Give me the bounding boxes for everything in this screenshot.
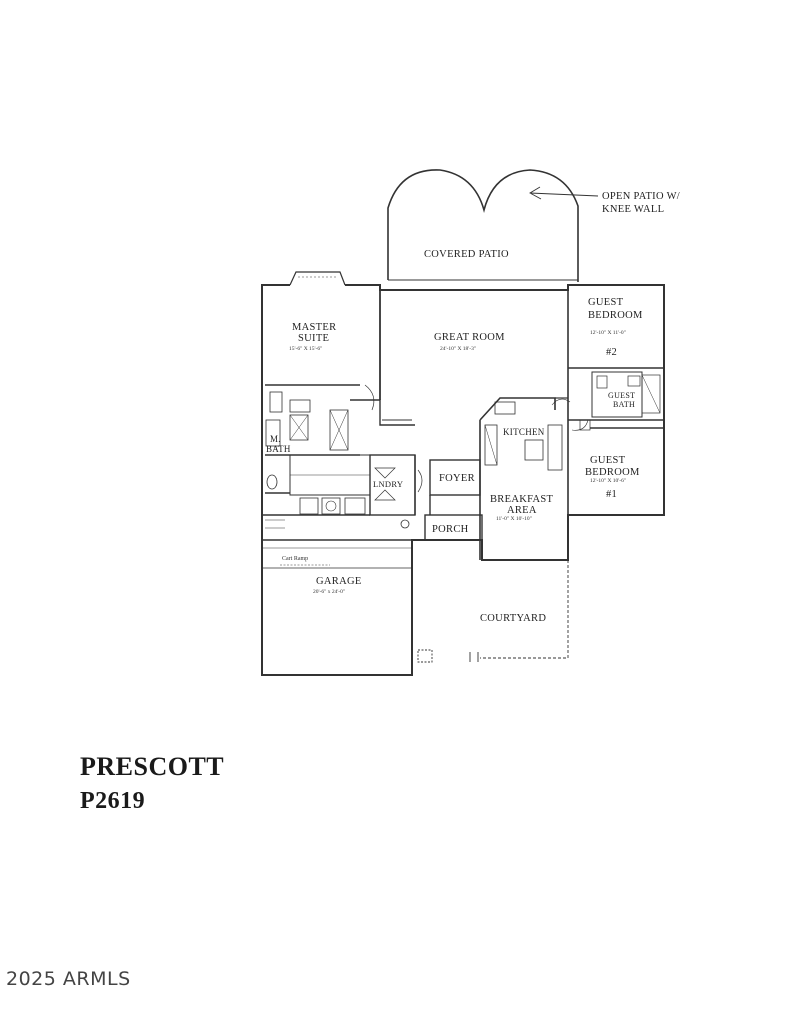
foyer-label: FOYER — [439, 473, 475, 484]
guest-bath-label-2: BATH — [613, 400, 635, 409]
great-room-label: GREAT ROOM — [434, 332, 505, 343]
porch-label: PORCH — [432, 524, 469, 535]
breakfast-label-1: BREAKFAST — [490, 494, 553, 505]
plan-name: PRESCOTT — [80, 752, 225, 781]
courtyard-label: COURTYARD — [480, 613, 546, 624]
master-suite-label-1: MASTER — [292, 322, 336, 333]
guest-bedroom-1-num: #1 — [606, 489, 617, 500]
open-patio-wall — [387, 169, 579, 282]
master-bay-window — [289, 271, 346, 286]
laundry-label: LNDRY — [373, 479, 403, 489]
guest-bath-label-1: GUEST — [608, 391, 635, 400]
open-patio-label-2: KNEE WALL — [602, 204, 664, 215]
kitchen-wall — [479, 397, 556, 560]
copyright-notice: 2025 ARMLS — [6, 968, 131, 990]
arrow-icon — [529, 186, 599, 200]
great-room-dim: 24'-10" X 18'-3" — [440, 346, 476, 352]
guest-bedroom-2-dim: 12'-10" X 11'-0" — [590, 330, 626, 336]
breakfast-dim: 11'-0" X 10'-10" — [496, 516, 532, 522]
guest-bedroom-2-label-2: BEDROOM — [588, 310, 643, 321]
m-bath-label-1: M. — [270, 434, 281, 444]
garage-dim: 20'-6" x 24'-0" — [313, 589, 345, 595]
master-suite-label-2: SUITE — [298, 333, 329, 344]
courtyard-outline — [480, 515, 569, 659]
garage-label: GARAGE — [316, 576, 362, 587]
breakfast-label-2: AREA — [507, 505, 537, 516]
kitchen-label: KITCHEN — [503, 427, 545, 437]
guest-bedroom-2-label-1: GUEST — [588, 297, 624, 308]
guest-bedroom-1-label-1: GUEST — [590, 455, 626, 466]
covered-patio-label: COVERED PATIO — [424, 249, 509, 260]
cart-ramp-label: Cart Ramp — [282, 556, 308, 562]
plan-code: P2619 — [80, 788, 146, 814]
open-patio-label-1: OPEN PATIO W/ — [602, 191, 680, 202]
guest-bedroom-1-dim: 12'-10" X 10'-6" — [590, 478, 626, 484]
m-bath-label-2: BATH — [266, 444, 291, 454]
guest-bedroom-2-num: #2 — [606, 347, 617, 358]
master-suite-dim: 15'-6" X 15'-6" — [289, 346, 322, 352]
guest-bedroom-1-label-2: BEDROOM — [585, 467, 640, 478]
